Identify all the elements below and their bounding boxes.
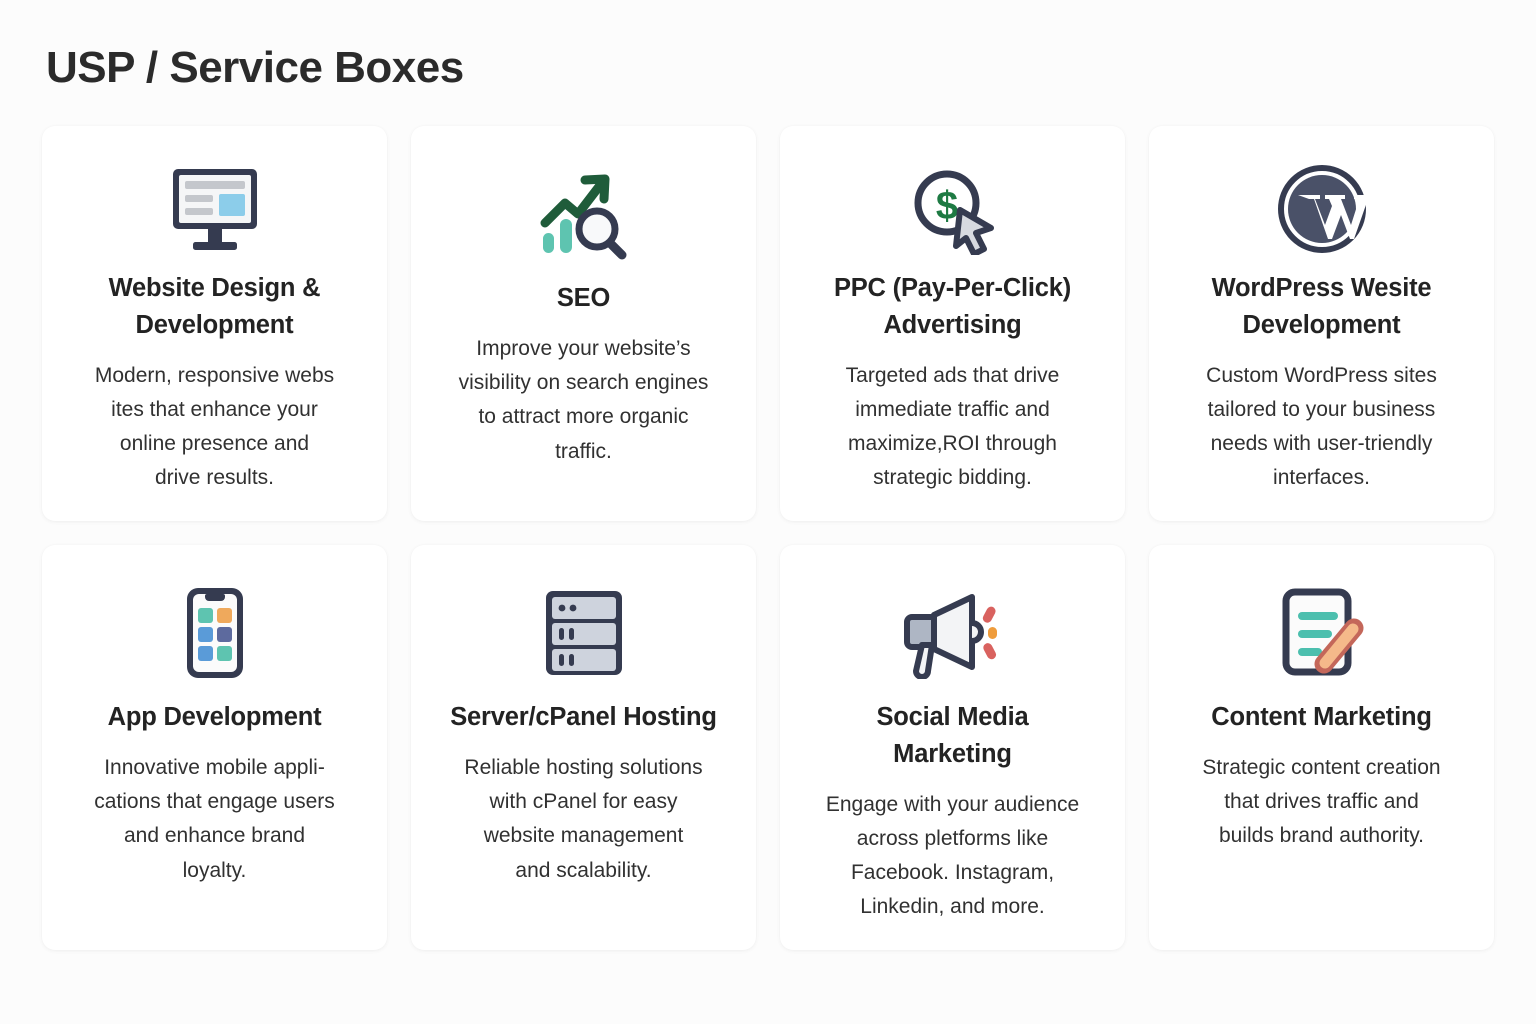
card-title: App Development (107, 703, 322, 732)
service-card-app-development[interactable]: App Development Innovative mobile appli-… (42, 545, 387, 951)
mobile-phone-apps-icon (179, 579, 251, 687)
service-card-ppc[interactable]: $ PPC (Pay-Per-Click) Advertising Target… (780, 126, 1125, 522)
card-body: Innovative mobile appli- cations that en… (94, 751, 335, 888)
card-body-line: with cPanel for easy (489, 790, 678, 814)
wordpress-logo-icon (1276, 160, 1368, 257)
svg-text:$: $ (935, 184, 957, 228)
document-pencil-icon (1276, 579, 1368, 687)
card-title: PPC (Pay-Per-Click) Advertising (833, 273, 1072, 340)
card-body-line: immediate traffic and (855, 397, 1050, 421)
card-body-line: Innovative mobile appli- (104, 755, 325, 779)
service-card-server-hosting[interactable]: Server/cPanel Hosting Reliable hosting s… (411, 545, 756, 951)
card-body-line: that drives traffic and (1224, 790, 1419, 814)
card-title: Website Design & Development (108, 273, 321, 340)
card-body-line: website management (483, 824, 684, 848)
monitor-webpage-icon (167, 160, 263, 257)
card-title: WordPress Wesite Development (1211, 273, 1432, 340)
card-body-line: Custom WordPress sites (1206, 363, 1437, 387)
card-body-line: maximize,ROI through (848, 431, 1057, 455)
card-body-line: interfaces. (1273, 466, 1370, 490)
card-body-line: Facebook. Instagram, (850, 860, 1055, 884)
service-cards-grid: Website Design & Development Modern, res… (42, 126, 1494, 951)
card-body-line: Improve your website’s (476, 336, 691, 360)
card-body-line: to attract more organic (478, 405, 689, 429)
card-title: SEO (556, 284, 611, 313)
card-title: Content Marketing (1211, 703, 1432, 732)
card-body-line: and enhance brand (124, 824, 305, 848)
card-title: Social Media Marketing (876, 702, 1029, 769)
card-body: Modern, responsive webs ites that enhanc… (95, 359, 334, 496)
card-body: Improve your website’s visibility on sea… (459, 332, 709, 469)
card-body-line: tailored to your business (1207, 397, 1436, 421)
card-body-line: cations that engage users (94, 790, 335, 814)
service-card-website-design[interactable]: Website Design & Development Modern, res… (42, 126, 387, 522)
dollar-coin-cursor-click-icon: $ (905, 160, 1001, 257)
card-body: Targeted ads that drive immediate traffi… (846, 359, 1060, 496)
card-body-line: traffic. (555, 439, 612, 463)
card-body: Engage with your audience across pletfor… (826, 788, 1079, 925)
card-body-line: online presence and (119, 431, 310, 455)
server-rack-icon (540, 579, 628, 687)
card-body: Reliable hosting solutions with cPanel f… (464, 751, 702, 888)
card-body-line: ites that enhance your (111, 397, 318, 421)
card-body-line: Reliable hosting solutions (464, 755, 703, 779)
service-card-wordpress[interactable]: WordPress Wesite Development Custom Word… (1149, 126, 1494, 522)
page-title: USP / Service Boxes (46, 43, 464, 92)
service-card-social-media[interactable]: Social Media Marketing Engage with your … (780, 545, 1125, 951)
card-body-line: Targeted ads that drive (845, 363, 1060, 387)
card-body-line: visibility on search engines (458, 371, 709, 395)
service-card-seo[interactable]: SEO Improve your website’s visibility on… (411, 126, 756, 522)
card-body-line: drive results. (154, 466, 275, 490)
card-body-line: across pletforms like (856, 826, 1049, 850)
card-body-line: Modern, responsive webs (94, 363, 335, 387)
card-body-line: needs with user-triendly (1210, 431, 1433, 455)
megaphone-icon (898, 579, 1008, 686)
service-card-content-marketing[interactable]: Content Marketing Strategic content crea… (1149, 545, 1494, 951)
card-title: Server/cPanel Hosting (450, 703, 717, 732)
card-body: Custom WordPress sites tailored to your … (1206, 359, 1437, 496)
card-body-line: and scalability. (515, 858, 652, 882)
card-body-line: strategic bidding. (873, 466, 1032, 490)
seo-growth-chart-magnifier-icon (535, 160, 633, 268)
card-body-line: Linkedin, and more. (860, 895, 1045, 919)
card-body-line: loyalty. (182, 858, 247, 882)
card-body-line: Strategic content creation (1202, 755, 1441, 779)
card-body-line: Engage with your audience (825, 792, 1080, 816)
card-body-line: builds brand authority. (1218, 824, 1425, 848)
card-body: Strategic content creation that drives t… (1202, 751, 1440, 854)
